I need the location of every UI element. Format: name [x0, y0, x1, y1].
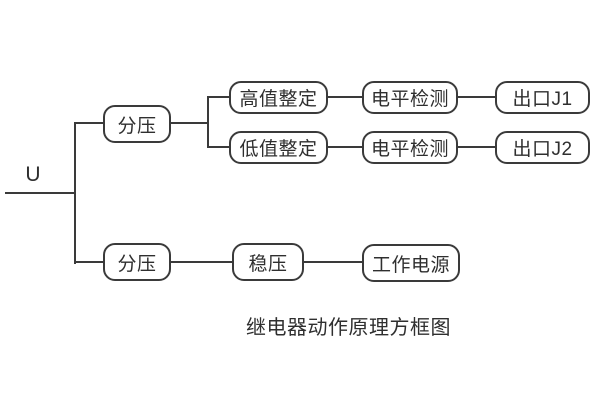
node-voltage-divider-top: 分压 — [103, 105, 171, 143]
connector-branch-to-low-setting — [208, 146, 231, 148]
connector-high-to-level-detect — [327, 96, 363, 98]
connector-trunk-to-divider-bottom — [75, 261, 105, 263]
connector-trunk-vertical — [74, 122, 76, 264]
node-working-power: 工作电源 — [362, 244, 460, 282]
connector-level-detect-to-output-j1 — [457, 96, 496, 98]
input-voltage-label: U — [25, 163, 41, 186]
connector-branch-to-high-setting — [208, 96, 231, 98]
diagram-caption: 继电器动作原理方框图 — [246, 317, 451, 339]
node-level-detect-1: 电平检测 — [362, 81, 458, 114]
connector-level-detect-to-output-j2 — [457, 146, 496, 148]
connector-regulator-to-power — [303, 261, 363, 263]
node-voltage-divider-bottom: 分压 — [103, 243, 171, 281]
node-level-detect-2: 电平检测 — [362, 131, 458, 164]
connector-trunk-to-divider-top — [75, 122, 105, 124]
connector-input-line — [5, 192, 75, 194]
node-low-value-setting: 低值整定 — [229, 131, 328, 164]
connector-divider-to-regulator — [170, 261, 233, 263]
node-high-value-setting: 高值整定 — [229, 81, 328, 114]
connector-divider-to-branch — [170, 122, 209, 124]
node-voltage-regulator: 稳压 — [232, 243, 304, 281]
connector-branch-vertical — [207, 96, 209, 148]
node-output-j1: 出口J1 — [495, 81, 590, 114]
node-output-j2: 出口J2 — [495, 131, 590, 164]
connector-low-to-level-detect — [327, 146, 363, 148]
